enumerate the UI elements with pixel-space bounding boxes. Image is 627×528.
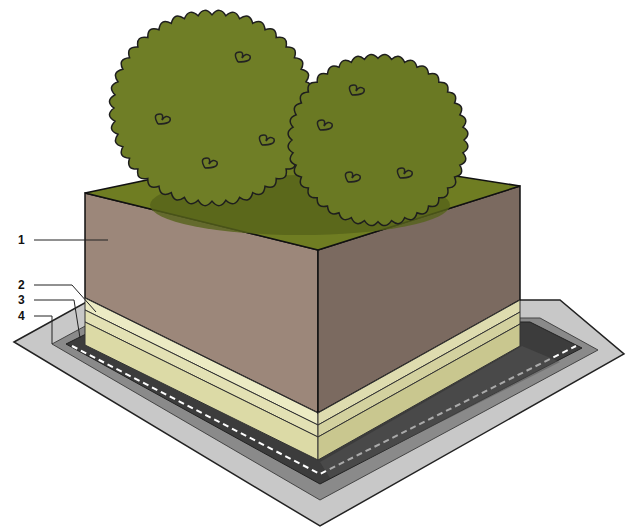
callout-number: 4	[18, 309, 25, 323]
layer-c-right	[318, 324, 520, 460]
bush	[288, 54, 468, 225]
layer-b-left	[85, 310, 318, 437]
layer-c-left	[85, 322, 318, 460]
leader-lines	[34, 240, 108, 344]
layer-b-right	[318, 312, 520, 437]
leaf-marks	[155, 52, 412, 182]
callout-number: 3	[18, 293, 25, 307]
callout-number: 2	[18, 278, 25, 292]
bushes	[109, 10, 467, 225]
callout-number: 1	[18, 233, 25, 247]
bush	[109, 10, 314, 205]
